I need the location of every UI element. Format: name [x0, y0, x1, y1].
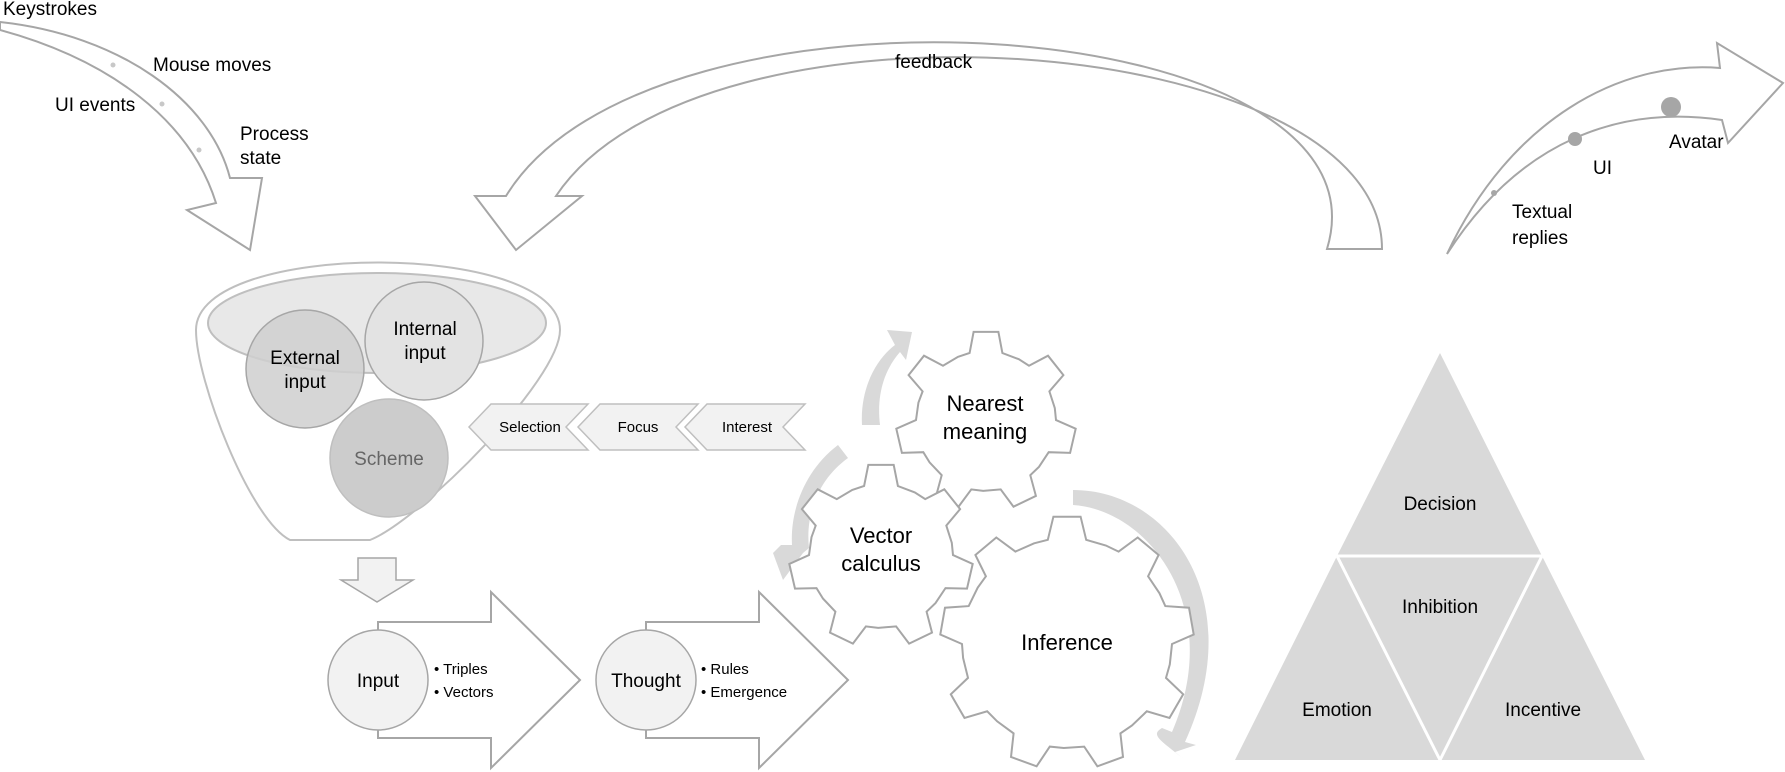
pyramid: [1235, 353, 1645, 761]
avatar-label: Avatar: [1669, 132, 1724, 153]
external-input-label-1: External: [270, 348, 340, 369]
svg-text:• Triples: • Triples: [434, 661, 488, 678]
chevron-interest: [683, 403, 807, 451]
scheme-label: Scheme: [354, 449, 424, 470]
chevron-selection: [467, 403, 590, 451]
svg-text:• Vectors: • Vectors: [434, 684, 493, 701]
scheme-circle: [329, 398, 449, 518]
svg-text:• Emergence: • Emergence: [701, 684, 787, 701]
incentive-triangle: [1440, 556, 1645, 760]
svg-text:• Rules: • Rules: [701, 661, 749, 678]
inhibition-label: Inhibition: [1402, 597, 1478, 618]
emotion-label: Emotion: [1302, 700, 1372, 721]
thought-block: [595, 589, 850, 771]
input-bullet-1: Triples: [443, 661, 487, 678]
inference-label: Inference: [1021, 630, 1113, 655]
chevron-focus: [576, 403, 700, 451]
textual-replies-label-1: Textual: [1512, 202, 1572, 223]
decision-triangle: [1337, 353, 1542, 556]
decision-label: Decision: [1404, 494, 1477, 515]
feedback-label: feedback: [895, 52, 973, 73]
thought-circle-label: Thought: [611, 671, 681, 692]
inference-gear: [939, 515, 1195, 768]
thought-bullet-2: Emergence: [710, 684, 787, 701]
internal-input-label-1: Internal: [393, 319, 456, 340]
nearest-meaning-label-2: meaning: [943, 419, 1027, 444]
chevron-interest-label: Interest: [722, 419, 773, 436]
process-state-label-2: state: [240, 148, 281, 169]
input-signals-arrow: [0, 20, 264, 252]
nearest-meaning-gear: [895, 330, 1077, 508]
nearest-meaning-label-1: Nearest: [946, 391, 1023, 416]
process-state-label-1: Process: [240, 124, 309, 145]
chevron-focus-label: Focus: [618, 419, 659, 436]
output-arrow: [1446, 41, 1785, 255]
inhibition-triangle: [1337, 556, 1542, 760]
external-input-circle: [245, 309, 365, 429]
thought-bullet-1: Rules: [710, 661, 748, 678]
input-bullet-2: Vectors: [443, 684, 493, 701]
mouse-moves-label: Mouse moves: [153, 55, 271, 76]
input-circle: [327, 629, 429, 731]
ui-output-label: UI: [1593, 158, 1612, 179]
external-input-label-2: input: [284, 372, 326, 393]
textual-replies-label-2: replies: [1512, 228, 1568, 249]
vector-calculus-label-1: Vector: [850, 523, 912, 548]
keystrokes-label: Keystrokes: [3, 0, 97, 20]
vector-calculus-label-2: calculus: [841, 551, 920, 576]
vector-calculus-gear: [788, 463, 974, 645]
internal-input-circle: [364, 281, 484, 401]
internal-input-label-2: input: [404, 343, 446, 364]
thought-circle: [595, 629, 697, 731]
feedback-arrow: [472, 41, 1384, 252]
input-circle-label: Input: [357, 671, 400, 692]
input-block: [327, 589, 582, 771]
incentive-label: Incentive: [1505, 700, 1581, 721]
emotion-triangle: [1235, 556, 1440, 760]
down-arrow: [338, 557, 416, 603]
chevron-selection-label: Selection: [499, 419, 561, 436]
ui-events-label: UI events: [55, 95, 135, 116]
